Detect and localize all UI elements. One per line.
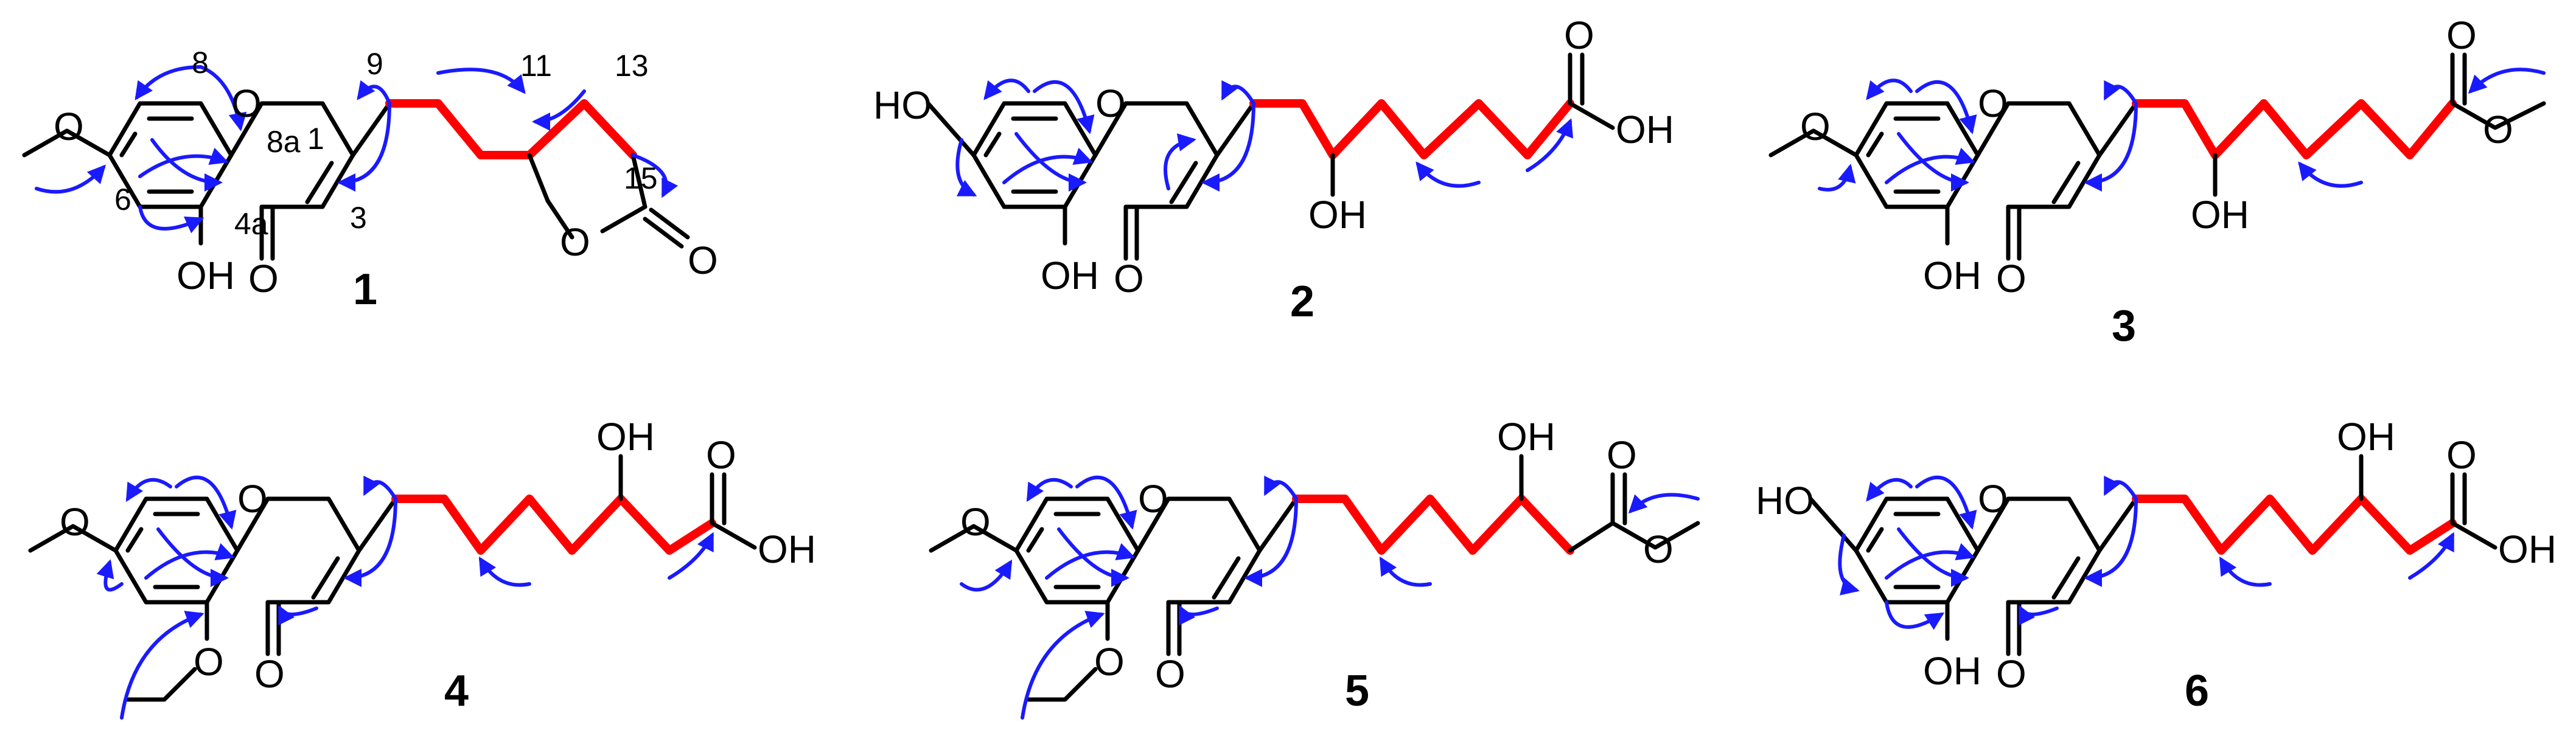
position-3-label: 3: [350, 201, 367, 235]
compound-3: O O OH O OH O O 3: [1768, 13, 2546, 350]
side-chain-hydroxy-label: OH: [2191, 193, 2249, 237]
ring-oxygen-label: O: [231, 82, 262, 125]
hydroxy-5-label: OH: [1923, 649, 1981, 693]
acid-hydroxy-label: OH: [2498, 527, 2557, 571]
compound-number-2: 2: [1290, 277, 1314, 326]
position-9-label: 9: [366, 47, 383, 81]
ester-carbonyl-oxygen-label: O: [1607, 433, 1637, 477]
ring-oxygen-label: O: [1978, 82, 2008, 125]
carbonyl-oxygen-label: O: [1996, 652, 2026, 696]
acid-hydroxy-label: OH: [758, 527, 816, 571]
methoxy-oxygen-label: O: [960, 500, 991, 544]
ester-carbonyl-oxygen-label: O: [2446, 13, 2477, 57]
ring-oxygen-label: O: [237, 477, 268, 521]
methoxy-5-oxygen-label: O: [194, 640, 224, 684]
lactone-oxygen-label: O: [560, 220, 590, 264]
ester-oxygen-label: O: [1643, 527, 1674, 571]
ester-oxygen-label: O: [2483, 108, 2513, 151]
position-11-label: 11: [520, 49, 552, 83]
compound-number-3: 3: [2112, 302, 2136, 350]
compound-4: O O O O OH O OH 4: [28, 415, 816, 720]
compound-1: O O OH O O O 8 8a 1 6 4a 3 9 11 13 15 1: [22, 46, 718, 314]
methoxy-oxygen-label: O: [1800, 105, 1831, 148]
compound-number-1: 1: [353, 265, 377, 314]
side-chain-hydroxy-label: OH: [2337, 415, 2395, 459]
acid-hydroxy-label: OH: [1616, 108, 1674, 151]
methoxy-5-oxygen-label: O: [1094, 640, 1125, 684]
methoxy-oxygen-label: O: [60, 500, 90, 544]
position-15-label: 15: [624, 161, 658, 195]
lactone-carbonyl-oxygen-label: O: [688, 238, 718, 282]
oh-label: OH: [176, 254, 235, 297]
hydroxy-7-label: HO: [1756, 479, 1814, 523]
hydroxy-5-label: OH: [1041, 254, 1099, 297]
carbonyl-oxygen-label: O: [1155, 652, 1185, 696]
compound-number-4: 4: [444, 667, 469, 715]
compound-6: HO O OH O OH O OH 6: [1756, 415, 2557, 715]
position-6-label: 6: [114, 182, 131, 217]
carbonyl-oxygen-label: O: [248, 257, 279, 300]
ring-oxygen-label: O: [1095, 82, 1126, 125]
ring-oxygen-label: O: [1978, 477, 2008, 521]
side-chain-hydroxy-label: OH: [1497, 415, 1555, 459]
compound-number-5: 5: [1345, 667, 1369, 715]
compound-number-6: 6: [2185, 667, 2209, 715]
position-1-label: 1: [307, 122, 324, 156]
side-chain-hydroxy-label: OH: [1308, 193, 1367, 237]
carbonyl-oxygen-label: O: [254, 652, 285, 696]
carbonyl-oxygen-label: O: [1996, 257, 2026, 300]
hydroxy-5-label: OH: [1923, 254, 1981, 297]
carbonyl-oxygen-label: O: [1114, 257, 1144, 300]
ring-oxygen-label: O: [1138, 477, 1168, 521]
side-chain-hydroxy-label: OH: [596, 415, 655, 459]
position-8-label: 8: [192, 46, 209, 80]
position-4a-label: 4a: [234, 207, 268, 241]
compound-5: O O O O OH O O 5: [929, 415, 1700, 720]
position-13-label: 13: [615, 49, 649, 83]
acid-carbonyl-oxygen-label: O: [1564, 13, 1594, 57]
compound-2: HO O OH O OH O OH 2: [873, 13, 1674, 326]
methoxy-oxygen-label: O: [54, 105, 84, 148]
acid-carbonyl-oxygen-label: O: [2446, 433, 2477, 477]
hydroxy-7-label: HO: [873, 83, 932, 127]
position-8a-label: 8a: [267, 125, 301, 159]
acid-carbonyl-oxygen-label: O: [706, 433, 736, 477]
